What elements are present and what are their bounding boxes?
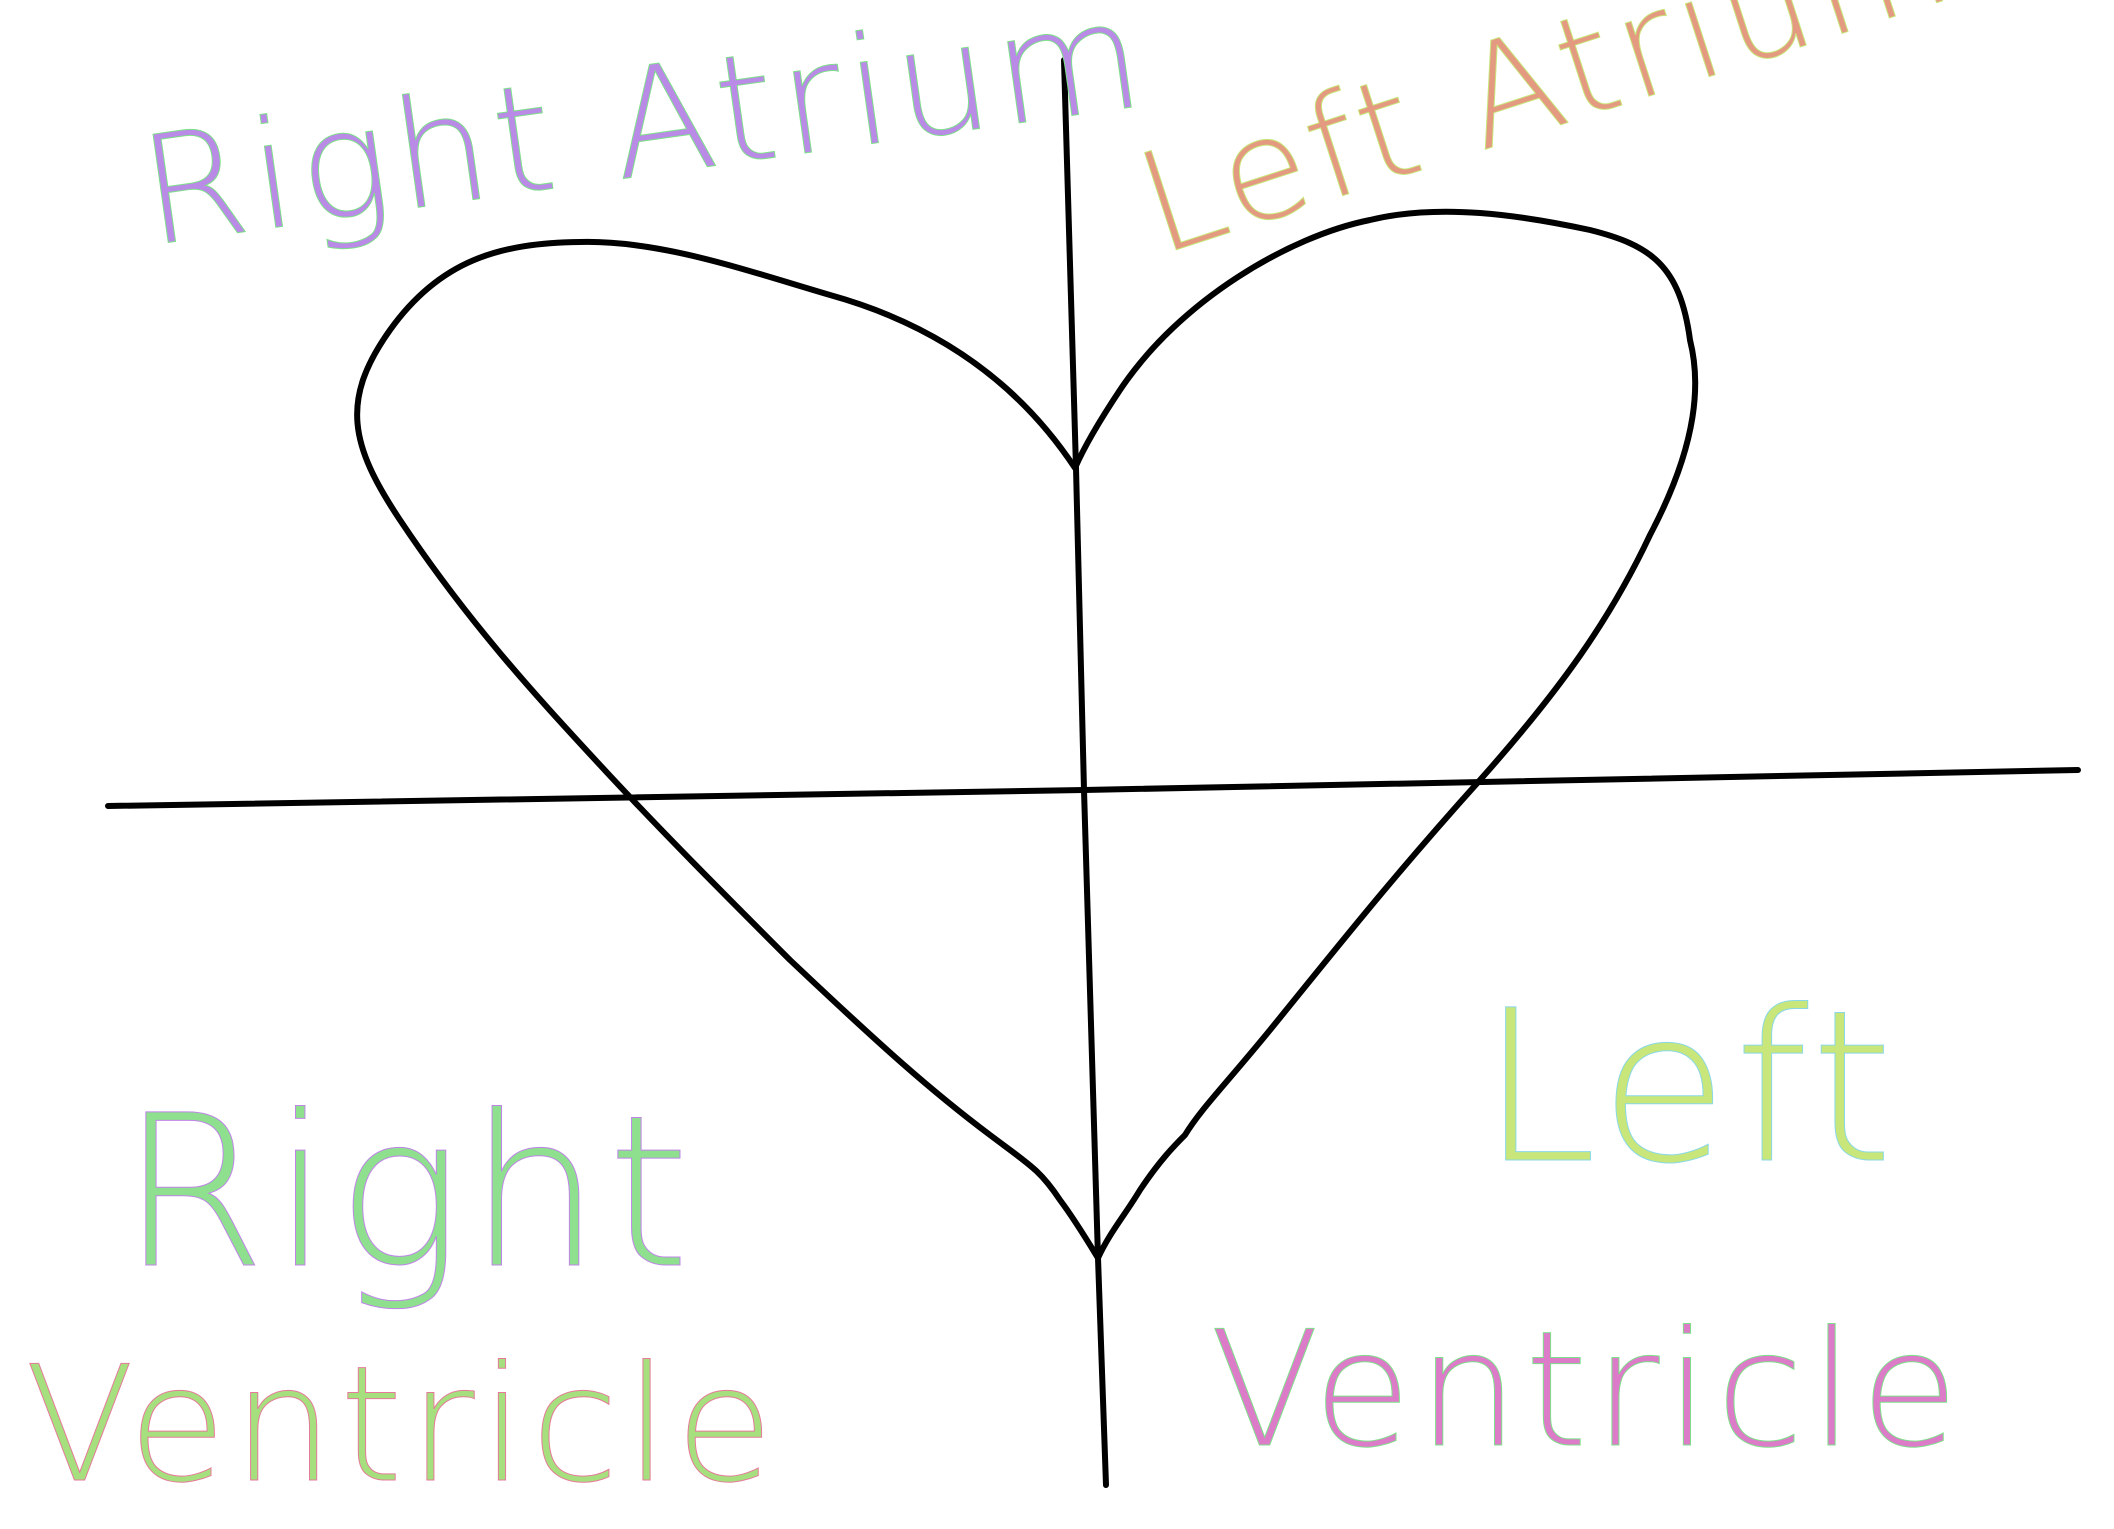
label-right-atrium-text: Right Atrium: [131, 0, 1158, 281]
label-left-ventricle-text: Ventricle: [1210, 1296, 1965, 1483]
label-right: Right: [120, 1070, 696, 1315]
label-right-text: Right: [120, 1070, 696, 1315]
label-left-text: Left: [1480, 965, 1899, 1210]
heart-outline: [354, 208, 1699, 1261]
label-left-atrium-text: Left Atrium: [1120, 0, 1973, 287]
label-right-atrium: Right Atrium: [131, 0, 1158, 281]
label-left: Left: [1480, 965, 1899, 1210]
label-left-atrium: Left Atrium: [1120, 0, 1973, 287]
vertical-divider-line: [1061, 57, 1109, 1488]
label-right-ventricle-text: Ventricle: [25, 1331, 780, 1518]
label-left-ventricle: Ventricle: [1210, 1296, 1965, 1483]
horizontal-divider-line: [105, 767, 2081, 809]
label-right-ventricle: Ventricle: [25, 1331, 780, 1518]
